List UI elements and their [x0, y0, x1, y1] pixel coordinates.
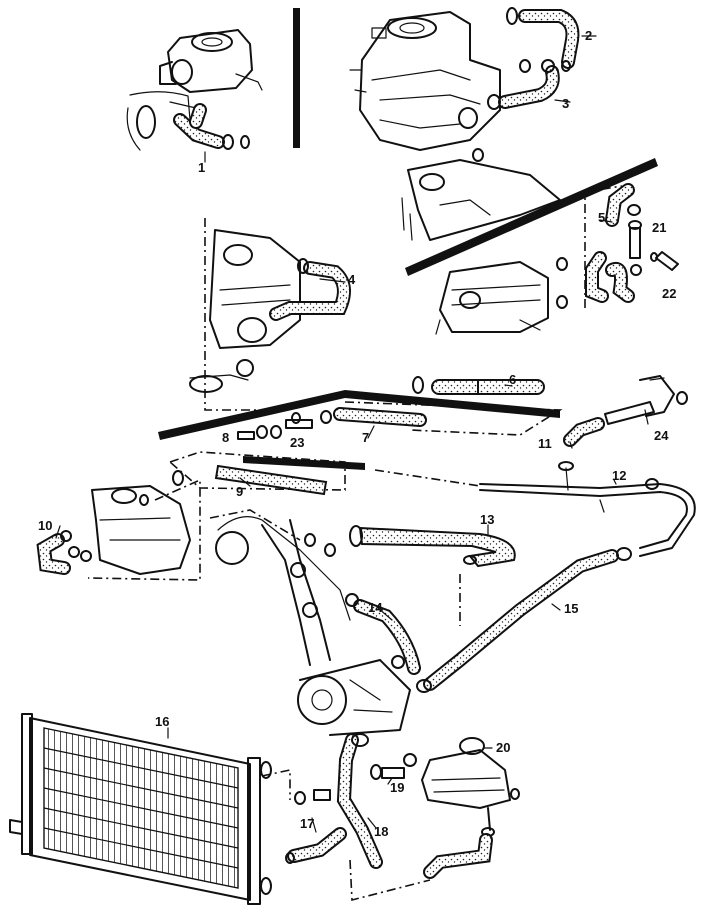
callout-17: 17 [300, 816, 314, 831]
hose-17 [285, 827, 347, 864]
throttle-body-assembly [126, 29, 263, 151]
divider-bar-mid [158, 390, 560, 440]
callout-line-12 [374, 469, 481, 487]
connector-19 [370, 753, 417, 780]
connector-8 [237, 425, 282, 440]
connector-18-b [294, 789, 331, 805]
callout-9: 9 [236, 484, 243, 499]
callout-10: 10 [38, 518, 52, 533]
callout-frame-7 [344, 401, 563, 436]
hose-1 [173, 103, 250, 150]
radiator-16 [9, 713, 272, 905]
divider-bar-small [243, 456, 365, 470]
callout-14: 14 [368, 600, 383, 615]
carburettor-assembly [349, 11, 501, 151]
callout-18: 18 [374, 824, 388, 839]
callout-21: 21 [652, 220, 666, 235]
tee-connector-21 [628, 220, 642, 259]
callout-13: 13 [480, 512, 494, 527]
hose-3 [487, 59, 560, 110]
callout-19: 19 [390, 780, 404, 795]
callout-frame-9 [169, 451, 346, 491]
pipe-6 [412, 376, 545, 395]
hose-reservoir [423, 833, 493, 879]
callout-3: 3 [562, 96, 569, 111]
callout-15: 15 [564, 601, 578, 616]
hose-12 [479, 467, 696, 557]
callout-frame-engine [209, 509, 301, 541]
divider-bar-vertical [293, 8, 300, 148]
thermostat-housing-24 [604, 375, 688, 425]
manifold-left [91, 485, 191, 575]
hose-5 [585, 183, 642, 303]
callout-23: 23 [290, 435, 304, 450]
callout-4: 4 [348, 272, 356, 287]
callout-frame-10 [87, 478, 201, 581]
engine-front-timing [215, 516, 411, 736]
callout-labels: 1 2 3 4 5 6 7 8 9 10 11 12 13 14 15 16 1… [38, 28, 676, 839]
hose-14 [345, 593, 421, 675]
sensor-22 [650, 251, 679, 271]
hose-4 [269, 258, 351, 321]
callout-6: 6 [509, 372, 516, 387]
callout-24: 24 [654, 428, 669, 443]
callout-11: 11 [538, 436, 552, 451]
callout-frame-4 [204, 218, 356, 411]
callout-5: 5 [598, 210, 605, 225]
callout-12: 12 [612, 468, 626, 483]
manifold-top-right [401, 148, 561, 241]
hose-10 [36, 530, 92, 575]
callout-2: 2 [585, 28, 592, 43]
carburettor-2-assembly [435, 257, 568, 335]
hose-13 [349, 525, 516, 568]
hose-18 [336, 733, 383, 869]
callout-frame-16 [261, 769, 291, 800]
hose-7 [333, 407, 427, 427]
hose-2 [506, 7, 580, 73]
hose-11 [558, 417, 605, 471]
engine-block-mid [189, 229, 301, 393]
pipe-9 [172, 464, 328, 496]
callout-7: 7 [362, 430, 369, 445]
connector-23 [285, 410, 332, 429]
callout-16: 16 [155, 714, 169, 729]
callout-frame-bottom [349, 859, 431, 902]
callout-20: 20 [496, 740, 510, 755]
callout-1: 1 [198, 160, 205, 175]
leader-lines [55, 219, 617, 833]
divider-bar-diagonal [405, 158, 658, 276]
callout-22: 22 [662, 286, 676, 301]
callout-8: 8 [222, 430, 229, 445]
hose-15 [416, 547, 632, 693]
